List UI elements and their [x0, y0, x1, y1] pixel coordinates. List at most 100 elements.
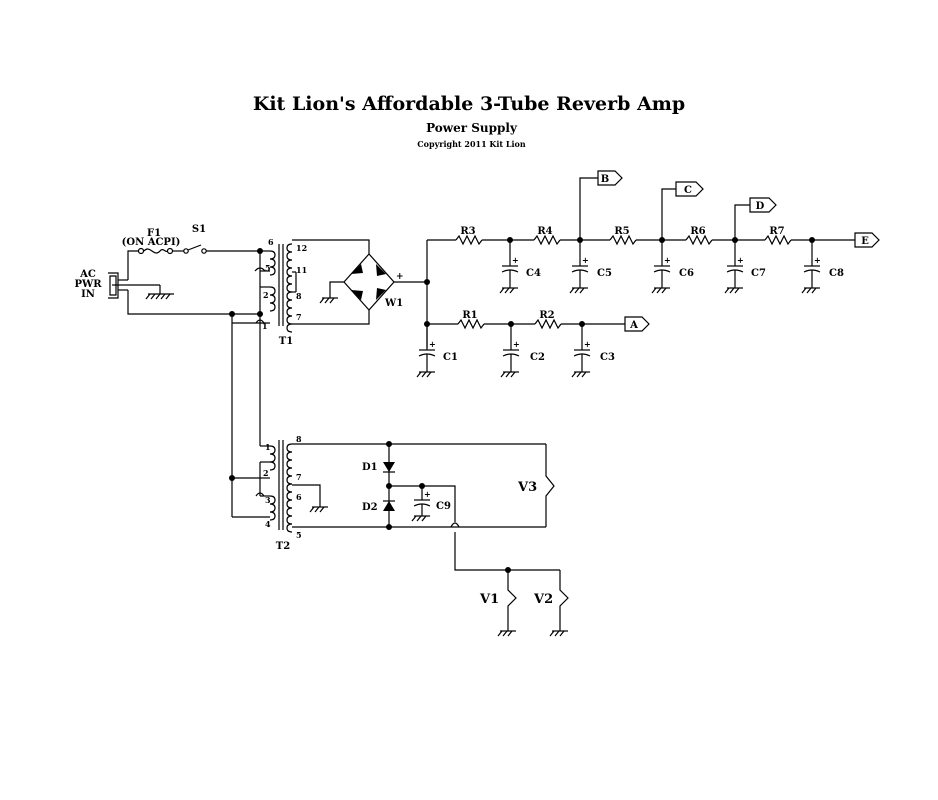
- t1-pin-8: 8: [296, 291, 302, 301]
- resistor-r3: [455, 234, 483, 246]
- output-flag-e: [854, 232, 880, 248]
- output-flag-c: [675, 181, 704, 197]
- c8-label: C8: [829, 268, 844, 279]
- bridge-label: W1: [384, 298, 403, 309]
- resistor-r6: [685, 234, 713, 246]
- capacitor-c1: [416, 324, 436, 378]
- output-flag-d: [749, 197, 777, 213]
- diode-d1: [383, 462, 395, 473]
- t2-pin-6: 6: [296, 492, 302, 502]
- svg-text:+: +: [582, 255, 589, 265]
- svg-text:+: +: [429, 339, 436, 349]
- c5-label: C5: [597, 268, 612, 279]
- page-subtitle: Power Supply: [426, 121, 517, 135]
- fuse-note: (ON ACPI): [122, 237, 181, 248]
- chassis-ground-symbol: [128, 284, 174, 300]
- transformer-t2: [255, 440, 293, 533]
- capacitor-c7: [724, 240, 744, 294]
- transformer-t1: [232, 243, 297, 333]
- neutral-line-wire: [127, 290, 260, 315]
- t2-pin-5: 5: [296, 530, 302, 540]
- output-d-label: D: [756, 201, 765, 212]
- c3-label: C3: [600, 352, 615, 363]
- t2-pin-2: 2: [263, 468, 269, 478]
- ac-label-line2: PWR: [74, 279, 102, 290]
- switch-symbol: [183, 244, 207, 254]
- copyright-notice: Copyright 2011 Kit Lion: [417, 139, 526, 149]
- t1-pin-6: 6: [268, 237, 274, 247]
- v3-label: V3: [517, 480, 537, 495]
- capacitor-c9: [411, 486, 431, 522]
- v2-label: V2: [533, 592, 553, 607]
- resistor-r7: [764, 234, 792, 246]
- capacitor-c3: [571, 324, 591, 378]
- bridge-plus: +: [396, 272, 404, 282]
- d1-label: D1: [362, 462, 378, 473]
- resistor-r1: [457, 318, 485, 330]
- diode-d2: [383, 500, 395, 511]
- t1-pin-1: 1: [262, 321, 268, 331]
- svg-text:+: +: [513, 339, 520, 349]
- t2-pin-8: 8: [296, 434, 302, 444]
- svg-text:+: +: [664, 255, 671, 265]
- output-b-label: B: [601, 174, 609, 185]
- c1-label: C1: [443, 352, 458, 363]
- fuse-label: F1: [147, 228, 161, 239]
- tube-v2-heater: [549, 570, 569, 637]
- ac-label-line1: AC: [79, 269, 96, 280]
- r2-label: R2: [539, 310, 554, 321]
- c2-label: C2: [530, 352, 545, 363]
- output-e-label: E: [861, 236, 869, 247]
- page-title: Kit Lion's Affordable 3-Tube Reverb Amp: [252, 93, 686, 115]
- ac-label-line3: IN: [81, 289, 95, 300]
- t1-pin-11: 11: [296, 265, 307, 275]
- r5-label: R5: [614, 226, 629, 237]
- capacitor-c8: [801, 240, 821, 294]
- t1-pin-5: 5: [265, 263, 271, 273]
- output-flag-a: [624, 316, 650, 332]
- svg-text:+: +: [512, 255, 519, 265]
- t2-pin-1: 1: [265, 442, 271, 452]
- capacitor-c5: [569, 240, 589, 294]
- t1-pin-12: 12: [296, 243, 307, 253]
- capacitor-c2: [500, 324, 520, 378]
- r6-label: R6: [690, 226, 705, 237]
- svg-text:+: +: [584, 339, 591, 349]
- t1-pin-7: 7: [296, 312, 302, 322]
- t2-pin-4: 4: [265, 519, 271, 529]
- v1-label: V1: [479, 592, 499, 607]
- d2-label: D2: [362, 502, 378, 513]
- bridge-rectifier-w1: [319, 253, 395, 311]
- c7-label: C7: [751, 268, 766, 279]
- output-a-label: A: [629, 320, 638, 331]
- svg-text:+: +: [814, 255, 821, 265]
- svg-text:+: +: [424, 489, 431, 499]
- r1-label: R1: [462, 310, 477, 321]
- c4-label: C4: [526, 268, 541, 279]
- t2-label: T2: [276, 541, 290, 552]
- svg-text:+: +: [737, 255, 744, 265]
- resistor-r2: [534, 318, 562, 330]
- c6-label: C6: [679, 268, 694, 279]
- r4-label: R4: [537, 226, 552, 237]
- hot-line-wire: [127, 250, 138, 280]
- output-flag-b: [597, 170, 623, 186]
- resistor-r4: [533, 234, 561, 246]
- r7-label: R7: [769, 226, 784, 237]
- ac-power-inlet: [108, 272, 128, 299]
- fuse-symbol: [137, 247, 174, 255]
- c9-label: C9: [436, 501, 451, 512]
- tube-v1-heater: [497, 570, 517, 637]
- t2-pin-3: 3: [265, 495, 271, 505]
- resistor-r5: [609, 234, 637, 246]
- r3-label: R3: [460, 226, 475, 237]
- capacitor-c6: [651, 240, 671, 294]
- t1-pin-2: 2: [263, 290, 269, 300]
- capacitor-c4: [499, 240, 519, 294]
- tube-v3-heater: [545, 444, 555, 527]
- t2-pin-7: 7: [296, 472, 302, 482]
- t1-label: T1: [279, 336, 293, 347]
- output-c-label: C: [684, 185, 692, 196]
